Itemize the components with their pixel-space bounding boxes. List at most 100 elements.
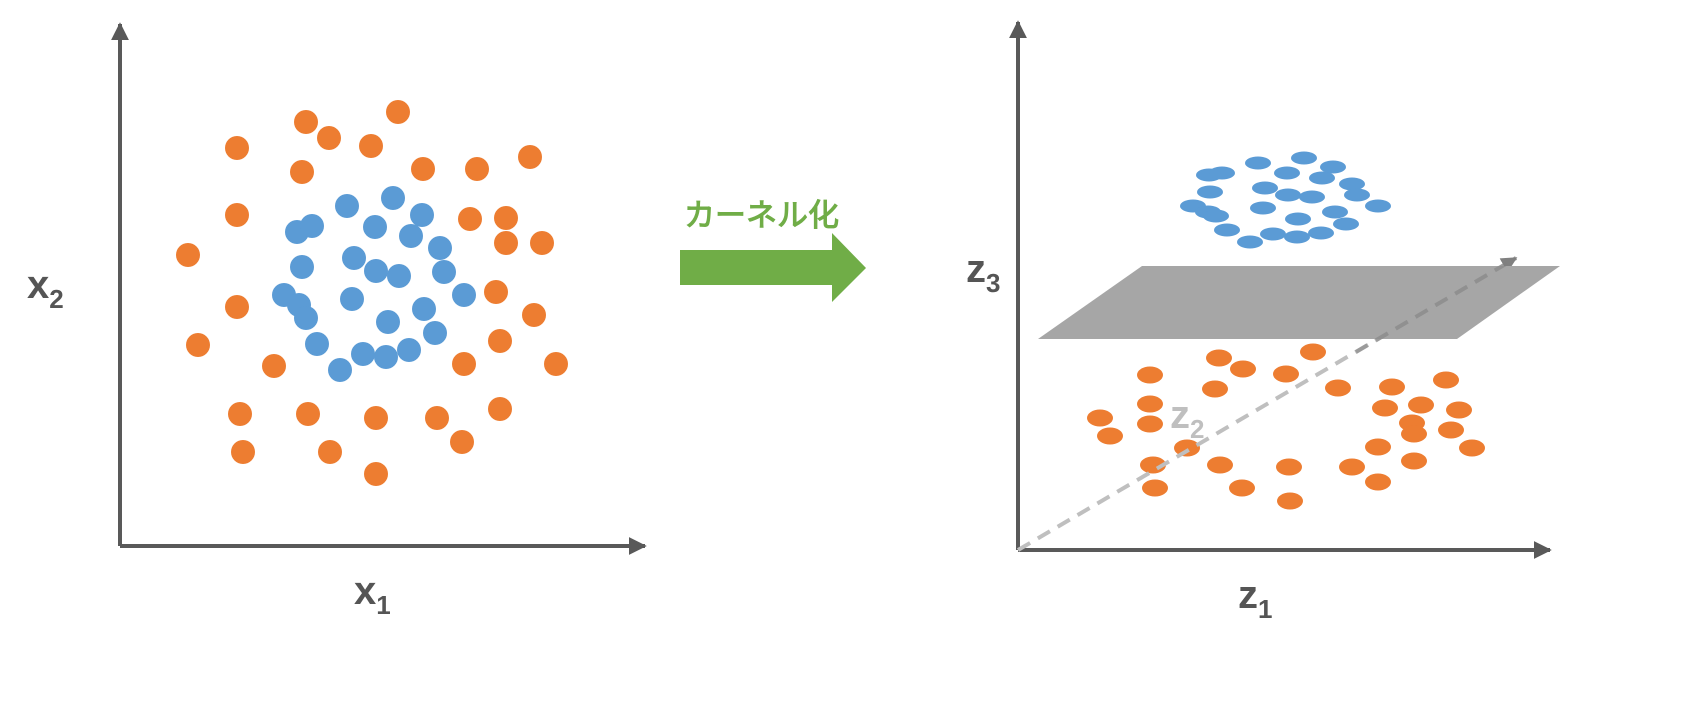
inner-class-point: [1320, 160, 1346, 174]
inner-class-point: [1291, 151, 1317, 165]
outer-class-point: [544, 352, 568, 376]
inner-class-point: [305, 332, 329, 356]
outer-class-point: [1372, 399, 1398, 417]
outer-class-point: [228, 402, 252, 426]
outer-class-point: [1276, 458, 1302, 476]
inner-class-point: [374, 345, 398, 369]
left-x-axis-label: x1: [354, 569, 391, 620]
inner-class-point: [1309, 171, 1335, 185]
outer-class-point: [450, 430, 474, 454]
outer-class-point: [1365, 473, 1391, 491]
kernel-transform: カーネル化: [680, 198, 866, 302]
inner-class-point: [1333, 217, 1359, 231]
outer-class-point: [296, 402, 320, 426]
right-z2-axis: [1016, 256, 1518, 552]
outer-class-point: [1339, 458, 1365, 476]
outer-class-point: [1230, 360, 1256, 378]
outer-class-point: [1459, 439, 1485, 457]
inner-class-point: [1308, 226, 1334, 240]
right-feature-space-panel: z3 z1 z2: [966, 20, 1560, 624]
inner-class-point: [340, 287, 364, 311]
inner-class-point: [399, 224, 423, 248]
outer-class-point: [225, 295, 249, 319]
inner-class-point: [1284, 230, 1310, 244]
outer-class-point: [1365, 438, 1391, 456]
inner-class-point: [387, 264, 411, 288]
outer-class-point: [522, 303, 546, 327]
outer-class-point: [1401, 452, 1427, 470]
outer-class-point: [1446, 401, 1472, 419]
left-y-axis-label: x2: [27, 263, 64, 314]
outer-class-point: [1273, 365, 1299, 383]
inner-class-point: [1285, 212, 1311, 226]
right-z1-axis-label: z1: [1238, 573, 1272, 624]
outer-class-point: [1438, 421, 1464, 439]
outer-class-point: [425, 406, 449, 430]
outer-class-point: [1087, 409, 1113, 427]
left-y-axis-label-subscript: 2: [49, 284, 63, 314]
inner-class-point: [335, 194, 359, 218]
inner-class-point: [376, 310, 400, 334]
outer-class-point: [1325, 379, 1351, 397]
inner-class-point: [1365, 199, 1391, 213]
inner-class-point: [1245, 156, 1271, 170]
inner-class-point: [300, 214, 324, 238]
outer-class-point: [1379, 378, 1405, 396]
outer-class-point: [530, 231, 554, 255]
inner-class-point: [423, 321, 447, 345]
left-x-axis-label-subscript: 1: [376, 590, 390, 620]
outer-class-point: [1097, 427, 1123, 445]
inner-class-point: [342, 246, 366, 270]
outer-class-point: [231, 440, 255, 464]
left-x-axis-label-main: x: [354, 569, 376, 613]
outer-class-point: [1408, 396, 1434, 414]
outer-class-point: [1229, 479, 1255, 497]
left-inner-class-points: [272, 186, 476, 382]
kernel-arrow: [680, 233, 866, 302]
right-z3-axis-label-subscript: 3: [986, 268, 1000, 298]
outer-class-point: [465, 157, 489, 181]
outer-class-point: [364, 462, 388, 486]
inner-class-point: [397, 338, 421, 362]
kernel-label: カーネル化: [684, 198, 839, 234]
inner-class-point: [328, 358, 352, 382]
inner-class-point: [351, 342, 375, 366]
right-z2-axis-behind-plane: [1354, 256, 1518, 354]
outer-class-point: [225, 136, 249, 160]
outer-class-point: [452, 352, 476, 376]
outer-class-point: [494, 206, 518, 230]
outer-class-point: [1137, 395, 1163, 413]
outer-class-point: [176, 243, 200, 267]
outer-class-point: [386, 100, 410, 124]
outer-class-point: [494, 231, 518, 255]
outer-class-point: [1137, 366, 1163, 384]
inner-class-point: [1299, 190, 1325, 204]
inner-class-point: [412, 297, 436, 321]
inner-class-point: [1339, 177, 1365, 191]
outer-class-point: [290, 160, 314, 184]
outer-class-point: [1401, 425, 1427, 443]
outer-class-point: [186, 333, 210, 357]
inner-class-point: [1214, 223, 1240, 237]
outer-class-point: [364, 406, 388, 430]
left-scatter-panel: x2 x1: [27, 22, 647, 620]
left-y-axis-label-main: x: [27, 263, 49, 307]
outer-class-point: [318, 440, 342, 464]
outer-class-point: [317, 126, 341, 150]
inner-class-point: [1250, 201, 1276, 215]
inner-class-point: [1237, 235, 1263, 249]
inner-class-point: [1252, 181, 1278, 195]
inner-class-point: [290, 255, 314, 279]
inner-class-point: [1322, 205, 1348, 219]
inner-class-point: [410, 203, 434, 227]
inner-class-point: [428, 236, 452, 260]
inner-class-point: [363, 215, 387, 239]
right-z1-axis-label-main: z: [1238, 573, 1258, 617]
inner-class-point: [1203, 209, 1229, 223]
outer-class-point: [1206, 349, 1232, 367]
outer-class-point: [1174, 439, 1200, 457]
outer-class-point: [1137, 415, 1163, 433]
right-inner-class-points: [1180, 151, 1391, 249]
inner-class-point: [1344, 188, 1370, 202]
